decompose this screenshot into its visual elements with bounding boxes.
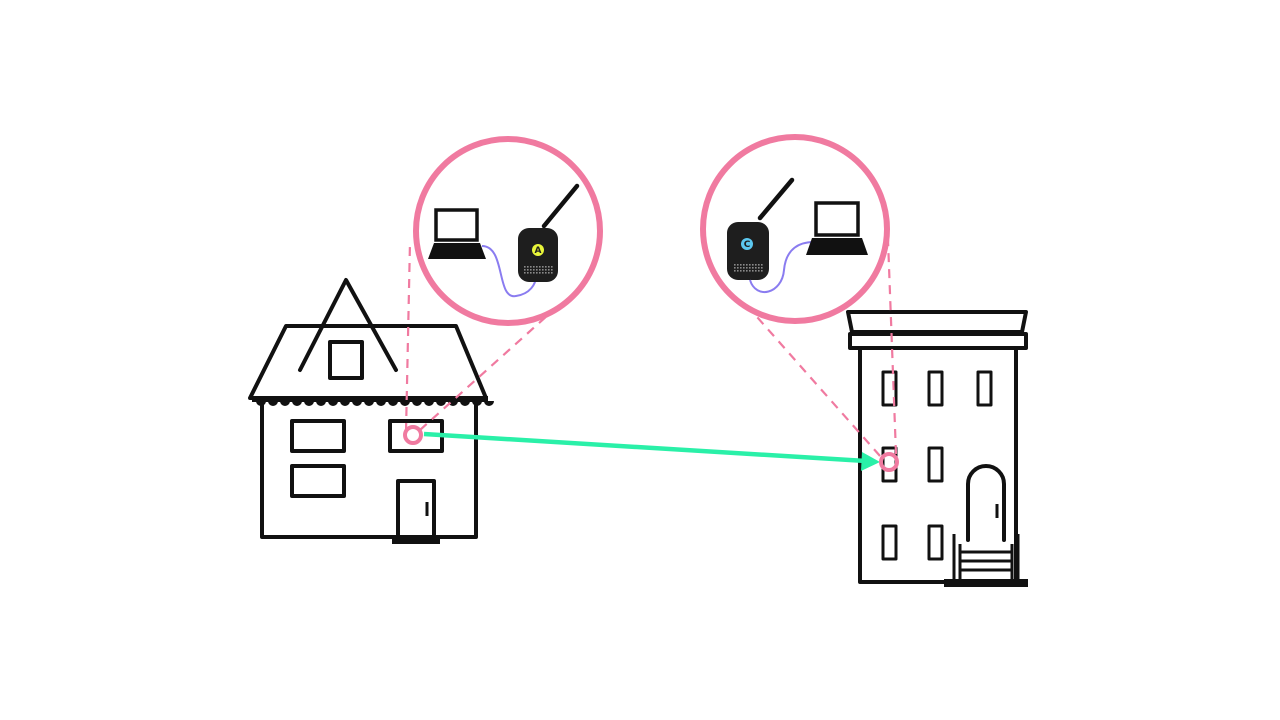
- grill-dot: [761, 264, 763, 266]
- house-icon: [248, 278, 494, 544]
- grill-dot: [761, 267, 763, 269]
- endpoint-marker-left: [403, 425, 423, 445]
- grill-dot: [752, 270, 754, 272]
- grill-dot: [548, 269, 550, 271]
- grill-dot: [539, 272, 541, 274]
- router-badge-label: C: [744, 240, 751, 250]
- grill-dot: [734, 270, 736, 272]
- grill-dot: [551, 272, 553, 274]
- grill-dot: [761, 270, 763, 272]
- grill-dot: [740, 264, 742, 266]
- grill-dot: [533, 269, 535, 271]
- grill-dot: [752, 264, 754, 266]
- endpoint-marker-right: [879, 452, 899, 472]
- grill-dot: [527, 272, 529, 274]
- grill-dot: [533, 266, 535, 268]
- grill-dot: [746, 264, 748, 266]
- grill-dot: [749, 270, 751, 272]
- grill-dot: [542, 266, 544, 268]
- grill-dot: [548, 272, 550, 274]
- grill-dot: [749, 267, 751, 269]
- grill-dot: [743, 270, 745, 272]
- grill-dot: [536, 269, 538, 271]
- apartment-building-icon: [846, 310, 1028, 587]
- grill-dot: [548, 266, 550, 268]
- router-badge-label: A: [535, 246, 542, 256]
- grill-dot: [743, 267, 745, 269]
- zoom-leader-lines: [404, 239, 898, 457]
- grill-dot: [545, 269, 547, 271]
- wireless-router-icon: A: [518, 183, 580, 282]
- grill-dot: [737, 264, 739, 266]
- grill-dot: [737, 270, 739, 272]
- zoom-circle-right: C: [700, 134, 890, 324]
- grill-dot: [758, 264, 760, 266]
- grill-dot: [524, 269, 526, 271]
- grill-dot: [752, 267, 754, 269]
- grill-dot: [755, 267, 757, 269]
- zoom-circle-left: A: [413, 136, 603, 326]
- grill-dot: [545, 272, 547, 274]
- grill-dot: [527, 266, 529, 268]
- grill-dot: [743, 264, 745, 266]
- grill-dot: [530, 269, 532, 271]
- grill-dot: [746, 270, 748, 272]
- laptop-icon: [806, 201, 868, 255]
- grill-dot: [734, 267, 736, 269]
- grill-dot: [539, 266, 541, 268]
- wireless-router-icon: C: [727, 177, 795, 280]
- grill-dot: [536, 266, 538, 268]
- grill-dot: [530, 272, 532, 274]
- grill-dot: [524, 266, 526, 268]
- grill-dot: [530, 266, 532, 268]
- arrow-right-icon: [423, 431, 880, 471]
- grill-dot: [734, 264, 736, 266]
- grill-dot: [527, 269, 529, 271]
- grill-dot: [536, 272, 538, 274]
- grill-dot: [545, 266, 547, 268]
- grill-dot: [740, 267, 742, 269]
- laptop-icon: [428, 208, 486, 259]
- grill-dot: [551, 266, 553, 268]
- grill-dot: [539, 269, 541, 271]
- router-badge-icon: [532, 244, 544, 256]
- grill-dot: [737, 267, 739, 269]
- grill-dot: [533, 272, 535, 274]
- grill-dot: [749, 264, 751, 266]
- grill-dot: [542, 272, 544, 274]
- grill-dot: [758, 270, 760, 272]
- grill-dot: [524, 272, 526, 274]
- grill-dot: [755, 270, 757, 272]
- router-badge-icon: [741, 238, 753, 250]
- grill-dot: [758, 267, 760, 269]
- grill-dot: [746, 267, 748, 269]
- grill-dot: [551, 269, 553, 271]
- grill-dot: [755, 264, 757, 266]
- grill-dot: [740, 270, 742, 272]
- grill-dot: [542, 269, 544, 271]
